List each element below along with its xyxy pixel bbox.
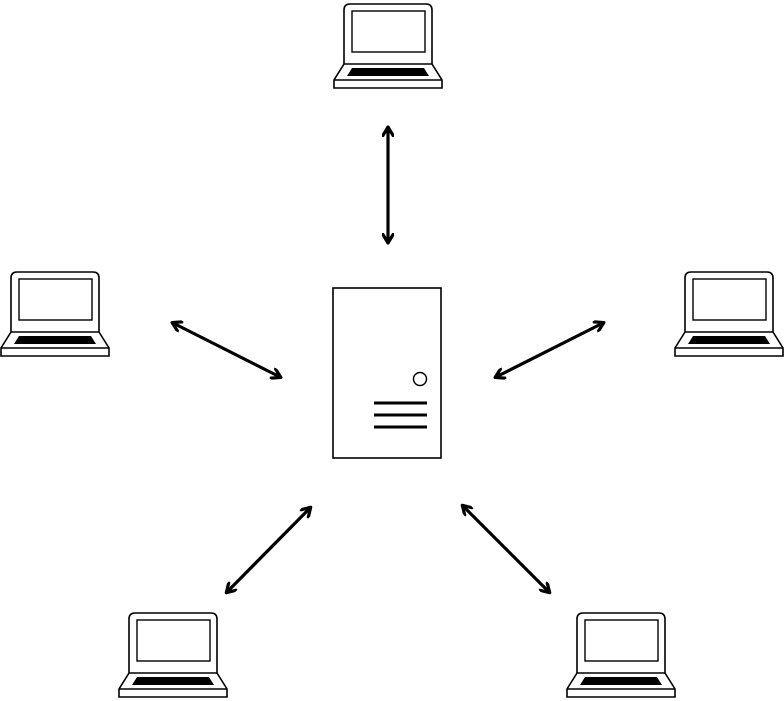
laptop-icon [566, 612, 676, 698]
laptop-icon [674, 271, 784, 357]
laptop-node-bottom-right [566, 612, 676, 698]
connection-arrow-left [173, 323, 280, 377]
laptop-node-bottom-left [118, 612, 228, 698]
laptop-node-left [0, 271, 110, 357]
connection-arrow-bottom-left [227, 508, 310, 592]
laptop-icon [0, 271, 110, 357]
laptop-node-top [333, 3, 443, 89]
server-tower-icon [332, 287, 442, 459]
server-node [332, 287, 442, 459]
connection-arrow-right [496, 323, 603, 377]
laptop-icon [118, 612, 228, 698]
laptop-node-right [674, 271, 784, 357]
laptop-icon [333, 3, 443, 89]
connection-arrow-bottom-right [463, 506, 549, 592]
